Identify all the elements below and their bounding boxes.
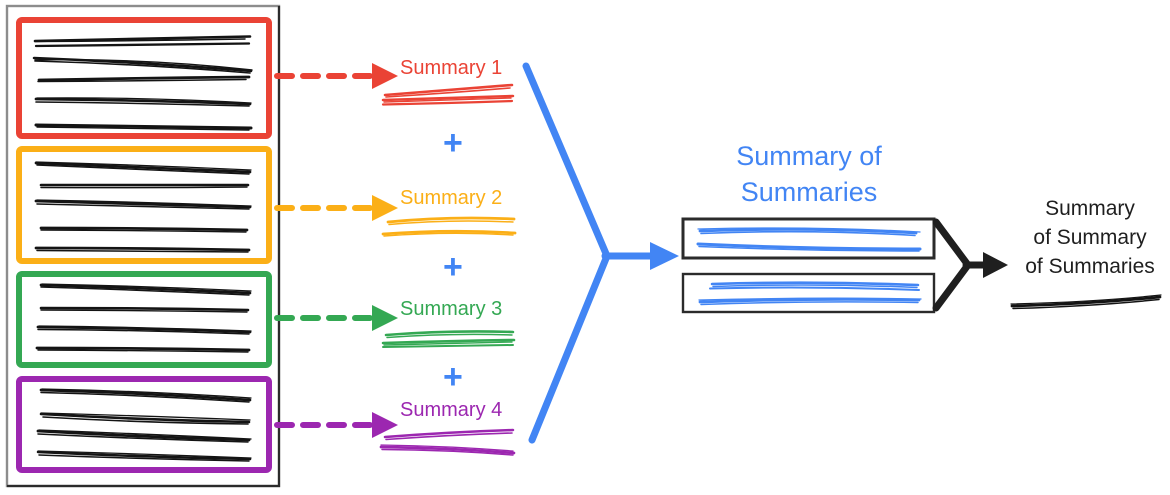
summary-1-lines [381,83,515,106]
final-output-title: Summary of Summary of Summaries [1000,195,1170,282]
summary-2-label: Summary 2 [400,187,503,209]
dashed-arrow-3 [274,305,398,331]
final-output-lines [1010,294,1162,310]
summary-4-label: Summary 4 [400,399,503,421]
chunk-4-text-lines [36,388,252,462]
summary-4-lines [379,428,516,456]
plus-operator-3: + [443,358,463,396]
summary-3-label: Summary 3 [400,298,503,320]
chunk-2-text-lines [34,161,252,253]
dashed-arrow-4 [274,412,398,438]
chunk-1-text-lines [32,35,253,131]
plus-operator-2: + [443,248,463,286]
chunk-box-1[interactable] [16,17,272,139]
sos-box-2-lines [698,281,922,306]
sos-box-2[interactable] [681,272,936,314]
chunk-3-text-lines [35,283,252,353]
chunk-box-2[interactable] [16,146,272,264]
chunk-box-4[interactable] [16,376,272,473]
sos-box-1[interactable] [681,217,936,260]
final-output-title-line-3: of Summaries [1025,254,1155,278]
dashed-arrow-2 [274,195,398,221]
merge-arrow-black [932,218,1008,312]
source-document-outline-dark-edge [7,6,281,488]
summary-2-lines [381,216,517,237]
summary-of-summaries-title-line-1: Summary of [736,141,882,171]
summary-3-lines [381,330,516,348]
final-output-title-line-2: of Summary [1033,225,1147,249]
summary-of-summaries-title-line-2: Summaries [740,176,878,207]
plus-operator-1: + [443,124,463,162]
final-output-title-line-1: Summary [1045,197,1135,220]
summary-1-label: Summary 1 [400,57,503,79]
chunk-box-3[interactable] [16,271,272,368]
summary-of-summaries-title: Summary of Summaries [679,139,939,210]
dashed-arrow-1 [274,63,398,89]
merge-arrow-blue [522,62,679,444]
sos-box-1-lines [696,227,922,252]
